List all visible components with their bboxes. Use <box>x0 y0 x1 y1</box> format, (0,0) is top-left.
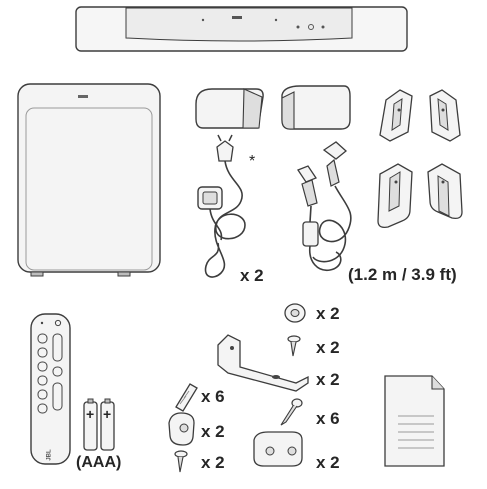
short-screw <box>174 450 188 473</box>
battery-type: (AAA) <box>76 454 122 471</box>
speaker-brackets <box>377 89 463 229</box>
battery-polarity-right: + <box>103 406 112 422</box>
bracket-screw <box>287 335 301 357</box>
hdmi-cable <box>297 141 352 271</box>
small-mount-bracket-qty: x 2 <box>201 422 225 441</box>
long-screw-qty: x 6 <box>316 409 340 428</box>
long-screw <box>280 398 303 426</box>
subwoofer <box>17 83 161 277</box>
l-bracket-qty: x 2 <box>316 370 340 389</box>
quick-start-guide <box>384 375 445 467</box>
remote-control <box>30 313 71 465</box>
rubber-spacer <box>284 303 306 323</box>
small-mount-bracket <box>168 412 195 446</box>
power-cable-qty: x 2 <box>240 266 264 285</box>
rubber-spacer-qty: x 2 <box>316 304 340 323</box>
soundbar <box>75 6 408 52</box>
aaa-batteries <box>83 398 115 451</box>
short-screw-qty: x 2 <box>201 453 225 472</box>
adapter-clip <box>253 431 303 467</box>
battery-polarity-left: + <box>86 406 95 422</box>
wall-plug <box>175 383 198 412</box>
rear-speakers <box>195 85 351 130</box>
wall-plug-qty: x 6 <box>201 387 225 406</box>
power-cable <box>197 134 246 278</box>
l-wall-bracket <box>217 334 309 392</box>
adapter-clip-qty: x 2 <box>316 453 340 472</box>
power-cable-note: * <box>249 153 256 170</box>
remote-brand-mark: JBL <box>46 449 53 461</box>
bracket-screw-qty: x 2 <box>316 338 340 357</box>
hdmi-cable-length: (1.2 m / 3.9 ft) <box>348 265 457 284</box>
